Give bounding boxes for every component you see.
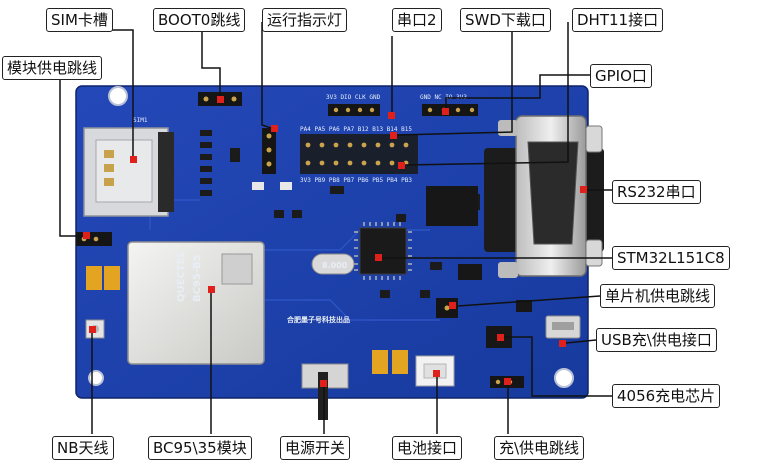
marker-bc95: [208, 286, 215, 293]
module-power-jumper-header: [76, 232, 112, 246]
callout-run-led: 运行指示灯: [262, 8, 348, 32]
callout-rs232-port: RS232串口: [612, 180, 701, 204]
marker-serial2: [388, 112, 395, 119]
marker-mcu: [375, 254, 382, 261]
marker-gpio: [442, 108, 449, 115]
callout-usb-port: USB充\供电接口: [596, 328, 717, 352]
leader-run-led: [261, 22, 272, 129]
rs232-transceiver-chip: [426, 186, 478, 226]
marker-sim: [130, 156, 137, 163]
callout-module-power-jumper: 模块供电跳线: [2, 56, 103, 80]
marker-battery: [433, 370, 440, 377]
module-model: BC95-B5: [192, 254, 203, 302]
leader-module-power: [59, 80, 83, 237]
leader-gpio: [445, 74, 590, 108]
marker-dots: [83, 96, 587, 387]
crystal: 8.000: [311, 253, 355, 275]
marker-run-led: [271, 125, 278, 132]
bc95-module: QUECTEL BC95-B5: [127, 241, 265, 365]
marker-antenna: [89, 326, 96, 333]
io-silk-row-a: PA4 PA5 PA6 PA7 B12 B13 B14 B15: [300, 126, 412, 133]
sim-slot: SIM1: [83, 117, 174, 217]
callout-dht11-port: DHT11接口: [572, 8, 664, 32]
callout-mcu-power-jumper: 单片机供电跳线: [600, 284, 716, 308]
callout-charger-chip: 4056充电芯片: [612, 384, 721, 408]
marker-usb: [559, 340, 566, 347]
callout-nb-antenna: NB天线: [52, 436, 114, 460]
usb-port-body: [545, 315, 581, 339]
callout-power-switch: 电源开关: [280, 436, 351, 460]
marker-boot0: [217, 96, 224, 103]
callout-swd-port: SWD下载口: [460, 8, 551, 32]
module-brand: QUECTEL: [176, 251, 187, 302]
tantalum-capacitors: [86, 266, 408, 374]
callout-boot0-jumper: BOOT0跳线: [153, 8, 246, 32]
callout-gpio-port: GPIO口: [590, 64, 652, 88]
callout-charge-jumper: 充\供电跳线: [494, 436, 585, 460]
leader-dht11: [404, 22, 569, 166]
callout-mcu: STM32L151C8: [612, 246, 730, 270]
marker-dht11: [398, 162, 405, 169]
callout-serial2: 串口2: [392, 8, 442, 32]
mcu-chip: [354, 222, 412, 280]
crystal-label: 8.000: [322, 261, 348, 270]
marker-mcu-power: [449, 302, 456, 309]
callout-sim-slot: SIM卡槽: [46, 8, 113, 32]
leader-charger: [504, 336, 612, 397]
callout-battery-port: 电池接口: [392, 436, 463, 460]
marker-rs232: [580, 186, 587, 193]
led-chips: [252, 182, 292, 190]
leader-lines: [59, 22, 612, 434]
marker-module-power: [83, 232, 90, 239]
leader-sim: [104, 29, 134, 156]
vendor-silk-text: 合肥墨子号科技出品: [286, 315, 350, 324]
gpio-header: GND NC IO 3V3: [420, 94, 478, 116]
leader-boot0: [201, 30, 221, 96]
marker-charger: [497, 334, 504, 341]
swd-silk-pins: 3V3 DIO CLK GND: [326, 94, 381, 101]
io-silk-row-b: 3V3 PB9 PB8 PB7 PB6 PB5 PB4 PB3: [300, 177, 412, 184]
leader-usb: [565, 339, 597, 344]
sim-silk-label: SIM1: [133, 117, 148, 124]
marker-switch: [320, 380, 327, 387]
marker-swd: [390, 132, 397, 139]
gpio-silk-pins: GND NC IO 3V3: [420, 94, 467, 101]
callout-bc95-module: BC95\35模块: [148, 436, 252, 460]
leader-swd: [396, 30, 513, 136]
leader-mcu-power: [457, 295, 601, 307]
run-led-header: [262, 128, 276, 174]
marker-charge-jumper: [504, 378, 511, 385]
swd-header: 3V3 DIO CLK GND: [326, 94, 381, 116]
